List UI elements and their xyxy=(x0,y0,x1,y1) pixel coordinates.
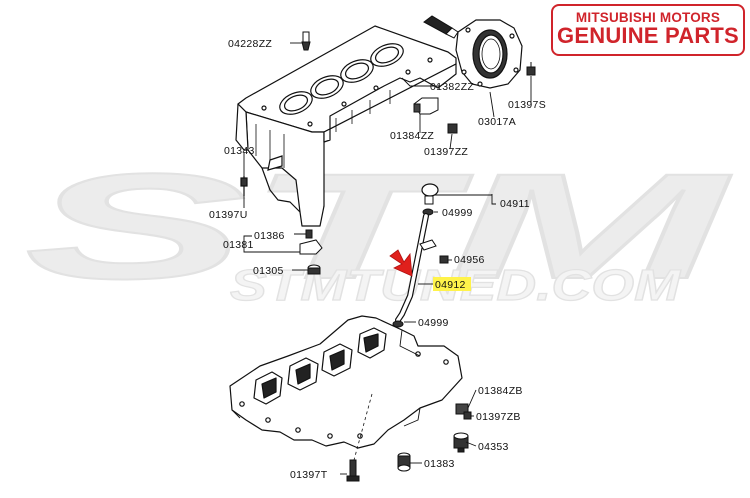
label-01305: 01305 xyxy=(253,265,284,277)
label-01343: 01343 xyxy=(224,145,255,157)
oil-pressure-switch-04353-icon xyxy=(453,432,469,453)
label-01397ZB: 01397ZB xyxy=(476,411,521,423)
label-01384ZZ: 01384ZZ xyxy=(390,130,434,142)
label-01381: 01381 xyxy=(223,239,254,251)
logo-brand-text: MITSUBISHI MOTORS xyxy=(575,10,721,25)
bolt-01397ZB-icon xyxy=(463,411,472,420)
label-01397ZZ: 01397ZZ xyxy=(424,146,468,158)
watermark-url-text: STMTUNED.COM xyxy=(230,261,682,310)
rear-oil-seal-housing xyxy=(455,19,523,89)
clip-01343-icon xyxy=(240,155,283,196)
label-04353: 04353 xyxy=(478,441,509,453)
bolt-01397S-icon xyxy=(526,62,536,76)
label-01383: 01383 xyxy=(424,458,455,470)
upper-cylinder-block xyxy=(235,25,457,227)
bolt-01386-icon xyxy=(294,229,313,239)
logo-genuine-parts-text: GENUINE PARTS xyxy=(557,23,739,48)
label-01382ZZ: 01382ZZ xyxy=(430,81,474,93)
label-04956: 04956 xyxy=(454,254,485,266)
label-03017A: 03017A xyxy=(478,116,516,128)
label-01386: 01386 xyxy=(254,230,285,242)
label-04912: 04912 xyxy=(435,279,466,291)
sealant-tube-icon xyxy=(423,15,459,39)
leader-lines xyxy=(243,42,532,475)
bolt-01397T-icon xyxy=(346,459,360,482)
highlight-arrow-icon xyxy=(389,249,413,277)
label-01397U: 01397U xyxy=(209,209,248,221)
watermark-big-text: STM xyxy=(25,142,732,310)
label-01397T: 01397T xyxy=(290,469,328,481)
drain-plug-01383-icon xyxy=(397,452,411,472)
bracket-01384ZZ-icon xyxy=(413,97,439,115)
bracket-01384ZB-icon xyxy=(455,403,469,415)
label-01397S: 01397S xyxy=(508,99,546,111)
label-04999-lower: 04999 xyxy=(418,317,449,329)
label-04911: 04911 xyxy=(500,198,530,210)
label-04912-highlight xyxy=(433,277,471,291)
label-01384ZB: 01384ZB xyxy=(478,385,523,397)
bushing-01305-icon xyxy=(307,264,321,275)
label-04999-upper: 04999 xyxy=(442,207,473,219)
bolt-01397ZZ-icon xyxy=(447,123,458,134)
plug-04228ZZ-icon xyxy=(301,31,311,51)
oil-level-gauge-assembly xyxy=(392,183,449,328)
watermark: STM STMTUNED.COM xyxy=(24,141,733,311)
label-04228ZZ: 04228ZZ xyxy=(228,38,272,50)
mitsubishi-genuine-parts-logo: MITSUBISHI MOTORS GENUINE PARTS xyxy=(551,4,745,56)
part-labels: 04228ZZ 01382ZZ 01397S 03017A 01384ZZ 01… xyxy=(209,38,546,481)
lower-crankcase xyxy=(229,315,463,461)
